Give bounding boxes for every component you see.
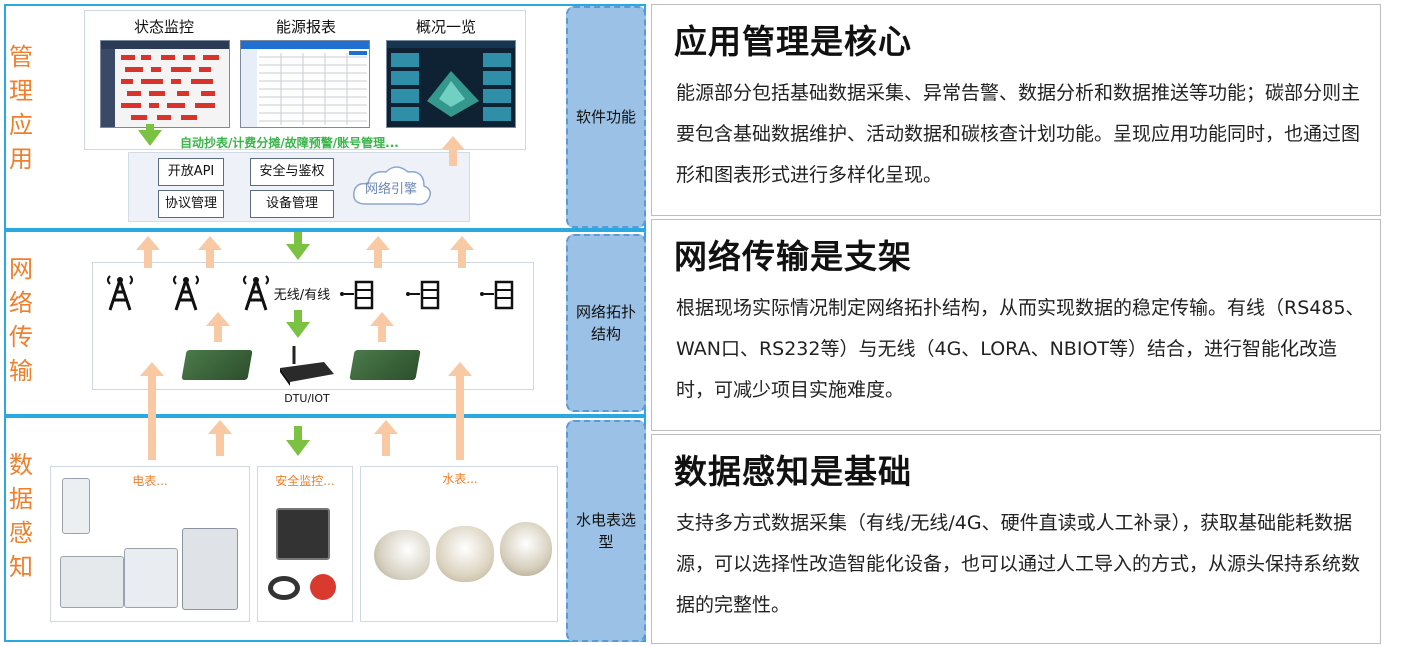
up-arrow-icon [370, 312, 394, 342]
cloud-label: 网络引擎 [364, 182, 417, 197]
up-arrow-icon [206, 312, 230, 342]
panel-title: 网络传输是支架 [674, 237, 912, 276]
flow-arrows [136, 124, 474, 460]
panel-application: 应用管理是核心 能源部分包括基础数据采集、异常告警、数据分析和数据推送等功能；碳… [651, 4, 1381, 216]
signal-tower-icon [243, 275, 269, 311]
up-arrow-icon [374, 420, 398, 456]
group-label-security: 安全监控... [275, 474, 335, 488]
gateway-node-icon [480, 280, 514, 310]
down-arrow-icon [286, 232, 310, 260]
wire-label: 无线/有线 [273, 288, 331, 303]
group-label-electric: 电表... [132, 474, 168, 488]
security-auth-button: 安全与鉴权 [250, 158, 334, 186]
side-label-topology: 网络拓扑结构 [566, 234, 646, 412]
meter-icon [182, 528, 238, 610]
up-arrow-icon [366, 236, 390, 268]
layer-title-application: 管理应用 [9, 43, 33, 173]
layer-title-network: 网络传输 [9, 255, 33, 385]
up-arrow-icon [140, 362, 164, 460]
dtu-device-icon [280, 346, 334, 386]
energy-report-thumbnail [241, 41, 369, 127]
panel-title: 应用管理是核心 [674, 22, 912, 61]
cloud-icon [353, 166, 431, 206]
overview-thumbnail [387, 41, 515, 121]
water-meter-icon [500, 522, 552, 576]
up-arrow-icon [441, 136, 465, 166]
signal-tower-icon [173, 275, 199, 311]
screen-overview [386, 40, 516, 128]
water-meter-icon [436, 526, 494, 582]
alarm-icon [310, 574, 336, 600]
protocol-mgmt-button: 协议管理 [158, 190, 224, 218]
feature-line: 自动抄表/计费分摊/故障预警/账号管理... [180, 136, 399, 150]
down-arrow-icon [286, 310, 310, 338]
security-meter-icon [276, 508, 330, 560]
panel-title: 数据感知是基础 [674, 452, 912, 491]
down-arrow-icon [286, 426, 310, 456]
panel-network: 网络传输是支架 根据现场实际情况制定网络拓扑结构，从而实现数据的稳定传输。有线（… [651, 219, 1381, 431]
screen-status-monitor [100, 40, 230, 128]
meter-icon [60, 556, 124, 608]
meter-icon [62, 478, 90, 534]
panel-body: 支持多方式数据采集（有线/无线/4G、硬件直读或人工补录），获取基础能耗数据源，… [676, 512, 1361, 616]
up-arrow-icon [208, 420, 232, 456]
screen-caption-overview: 概况一览 [415, 18, 476, 36]
gateway-node-icon [340, 280, 374, 310]
device-mgmt-button: 设备管理 [250, 190, 334, 218]
clamp-sensor-icon [268, 576, 300, 600]
water-meter-icon [374, 530, 430, 580]
group-label-water: 水表... [442, 472, 478, 486]
dtu-label: DTU/IOT [284, 392, 330, 405]
gateway-node-icon [406, 280, 440, 310]
panel-body: 根据现场实际情况制定网络拓扑结构，从而实现数据的稳定传输。有线（RS485、WA… [676, 297, 1365, 401]
up-arrow-icon [136, 236, 160, 268]
meter-icon [124, 548, 178, 608]
layer-title-sensing: 数据感知 [9, 451, 33, 581]
screen-caption-report: 能源报表 [275, 18, 336, 36]
up-arrow-icon [450, 236, 474, 268]
down-arrow-icon [138, 124, 162, 146]
side-label-software: 软件功能 [566, 6, 646, 228]
side-label-meter: 水电表选型 [566, 420, 646, 642]
up-arrow-icon [198, 236, 222, 268]
panel-sensing: 数据感知是基础 支持多方式数据采集（有线/无线/4G、硬件直读或人工补录），获取… [651, 434, 1381, 644]
up-arrow-icon [448, 362, 472, 460]
status-monitor-thumbnail [101, 41, 229, 127]
panel-body: 能源部分包括基础数据采集、异常告警、数据分析和数据推送等功能；碳部分则主要包含基… [676, 82, 1361, 186]
signal-tower-icon [107, 275, 133, 311]
screen-energy-report [240, 40, 370, 128]
open-api-button: 开放API [158, 158, 224, 186]
screen-caption-status: 状态监控 [133, 18, 194, 36]
